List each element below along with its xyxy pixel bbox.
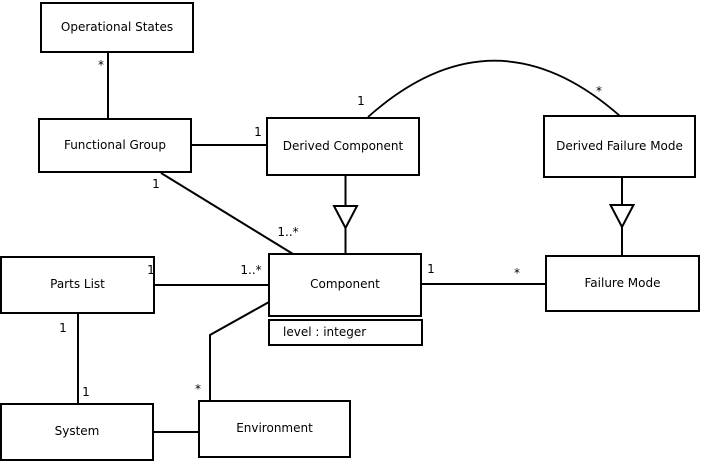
class-derived-failure-mode: Derived Failure Mode	[543, 115, 696, 178]
multiplicity-failure-mode-end: *	[514, 266, 520, 280]
class-name-label: Component	[310, 277, 380, 292]
class-component-name-compartment: Component	[268, 253, 422, 317]
multiplicity-system-end: 1	[82, 385, 90, 399]
class-parts-list: Parts List	[0, 256, 155, 314]
multiplicity-parts-list-system-top: 1	[59, 321, 67, 335]
multiplicity-operational-states: *	[98, 58, 104, 72]
class-name-label: Derived Component	[282, 138, 404, 153]
class-component-attribute-compartment: level : integer	[268, 319, 423, 346]
multiplicity-functional-group-end: 1	[152, 177, 160, 191]
multiplicity-derived-component-of-fg: 1	[254, 125, 262, 139]
multiplicity-parts-list-end: 1	[147, 263, 155, 277]
edge-derived-component-derived-failure-mode-arc	[367, 59, 621, 118]
multiplicity-component-end: 1	[427, 262, 435, 276]
generalization-triangle-icon	[608, 204, 636, 230]
class-name-label: Functional Group	[63, 137, 167, 152]
multiplicity-component-of-parts-list: 1..*	[240, 263, 262, 277]
class-name-label: Parts List	[50, 277, 105, 292]
class-name-label: Derived Failure Mode	[556, 138, 683, 153]
class-failure-mode: Failure Mode	[545, 255, 700, 312]
class-system: System	[0, 403, 154, 461]
class-environment: Environment	[198, 400, 351, 458]
class-derived-component: Derived Component	[266, 117, 420, 176]
edge-functional-group-component	[160, 172, 294, 255]
class-name-label: System	[54, 424, 100, 439]
generalization-triangle-icon	[332, 205, 359, 231]
multiplicity-derived-component-arc-end: 1	[357, 94, 365, 108]
class-attribute-label: level : integer	[283, 324, 367, 339]
multiplicity-component-of-fg: 1..*	[277, 225, 299, 239]
class-name-label: Operational States	[60, 19, 174, 34]
class-operational-states: Operational States	[40, 2, 194, 53]
class-functional-group: Functional Group	[38, 118, 192, 173]
multiplicity-derived-failure-mode-arc-end: *	[596, 84, 602, 98]
multiplicity-environment-end: *	[195, 382, 201, 396]
edge-component-environment	[209, 301, 270, 401]
class-name-label: Failure Mode	[584, 275, 661, 290]
class-name-label: Environment	[236, 421, 313, 436]
